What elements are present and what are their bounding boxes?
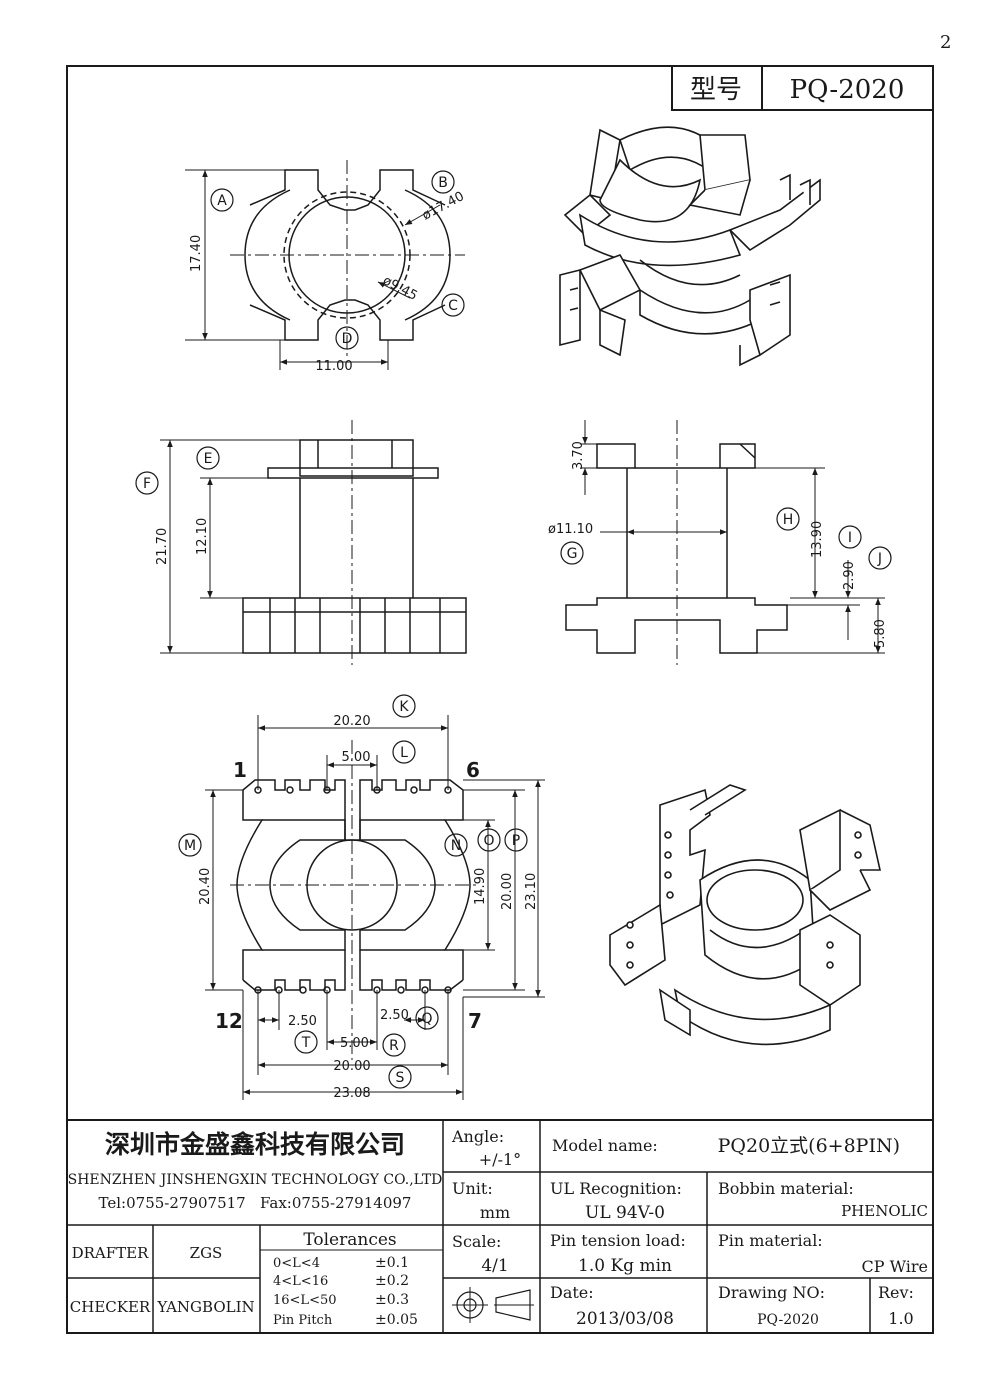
top-view: [185, 160, 465, 370]
label-m: M: [184, 838, 196, 854]
label-q: Q: [421, 1011, 432, 1027]
model-name-value: PQ20立式(6+8PIN): [718, 1135, 900, 1157]
dim-bottom-q: 2.50: [380, 1008, 409, 1023]
tolerances-title: Tolerances: [303, 1230, 396, 1250]
dim-side-i: 2.90: [842, 561, 857, 590]
label-d: D: [342, 331, 353, 347]
ul-label: UL Recognition:: [550, 1179, 682, 1198]
angle-value: +/-1°: [479, 1150, 521, 1169]
unit-value: mm: [480, 1203, 510, 1222]
company-contact: Tel:0755-27907517 Fax:0755-27914097: [99, 1194, 412, 1212]
side-view: [560, 420, 892, 665]
dim-side-top: 3.70: [571, 441, 586, 470]
bobbin-value: PHENOLIC: [841, 1202, 928, 1220]
rev-label: Rev:: [878, 1283, 914, 1302]
isometric-view-top: [559, 126, 821, 367]
dim-side-j: 5.80: [873, 619, 888, 648]
label-t: T: [301, 1035, 311, 1051]
pin-tension-label: Pin tension load:: [550, 1231, 686, 1250]
tolerance-value: ±0.05: [375, 1312, 418, 1328]
dim-bottom-o: 14.90: [473, 868, 488, 905]
model-value: PQ-2020: [790, 75, 905, 105]
dim-top-outer-dia: ø17.40: [420, 189, 467, 223]
pin-material-label: Pin material:: [718, 1231, 823, 1250]
scale-label: Scale:: [452, 1232, 501, 1251]
page-number: 2: [940, 32, 951, 53]
pin-label-12: 12: [215, 1009, 243, 1033]
tolerance-range: Pin Pitch: [273, 1313, 333, 1328]
dim-bottom-l: 5.00: [342, 750, 371, 765]
label-f: F: [143, 476, 151, 492]
dim-bottom-k: 20.20: [333, 714, 370, 729]
dim-bottom-s2: 23.08: [333, 1086, 370, 1101]
date-label: Date:: [550, 1283, 594, 1302]
label-c: C: [448, 298, 458, 314]
label-h: H: [783, 512, 794, 528]
label-e: E: [204, 451, 213, 467]
dim-side-h: 13.90: [810, 521, 825, 558]
drafter-value: ZGS: [190, 1244, 223, 1262]
drafter-label: DRAFTER: [72, 1244, 150, 1262]
tolerance-range: 16<L<50: [273, 1293, 337, 1308]
title-block: [66, 1119, 934, 1334]
unit-label: Unit:: [452, 1179, 493, 1198]
checker-value: YANGBOLIN: [156, 1298, 254, 1316]
tolerance-range: 0<L<4: [273, 1256, 320, 1271]
label-r: R: [389, 1038, 399, 1054]
label-l: L: [400, 745, 408, 761]
bobbin-label: Bobbin material:: [718, 1179, 854, 1198]
drawing-no-value: PQ-2020: [757, 1312, 819, 1328]
dim-bottom-m: 20.40: [198, 868, 213, 905]
dim-side-core-dia: ø11.10: [548, 522, 593, 537]
tolerance-value: ±0.2: [375, 1273, 409, 1289]
label-k: K: [399, 699, 409, 715]
dim-bottom-r: 5.00: [340, 1036, 369, 1051]
dim-top-width: 11.00: [315, 359, 352, 374]
angle-label: Angle:: [451, 1127, 504, 1146]
isometric-view-bottom: [609, 784, 881, 1046]
ul-value: UL 94V-0: [585, 1203, 665, 1223]
label-n: N: [451, 838, 461, 854]
label-p: P: [512, 833, 520, 849]
tolerance-range: 4<L<16: [273, 1274, 328, 1289]
dim-bottom-t: 2.50: [288, 1014, 317, 1029]
pin-label-7: 7: [468, 1009, 482, 1033]
label-i: I: [848, 530, 852, 546]
dim-bottom-p2: 23.10: [524, 873, 539, 910]
pin-material-value: CP Wire: [862, 1257, 929, 1276]
tolerance-value: ±0.3: [375, 1292, 409, 1308]
tolerance-value: ±0.1: [375, 1255, 409, 1271]
bottom-view: [178, 694, 545, 1100]
front-view: [135, 420, 467, 665]
dim-top-height: 17.40: [189, 235, 204, 272]
label-o: O: [483, 833, 494, 849]
label-g: G: [567, 546, 578, 562]
scale-value: 4/1: [481, 1256, 508, 1276]
model-header: 型号 PQ-2020: [671, 65, 934, 111]
dim-bottom-s1: 20.00: [333, 1059, 370, 1074]
date-value: 2013/03/08: [576, 1309, 674, 1329]
company-name-en: SHENZHEN JINSHENGXIN TECHNOLOGY CO.,LTD: [68, 1172, 443, 1188]
label-s: S: [396, 1070, 405, 1086]
model-label: 型号: [690, 75, 742, 105]
pin-label-6: 6: [466, 758, 480, 782]
company-name-cn: 深圳市金盛鑫科技有限公司: [105, 1130, 405, 1159]
pin-tension-value: 1.0 Kg min: [578, 1256, 672, 1276]
model-name-label: Model name:: [552, 1136, 658, 1155]
label-a: A: [217, 193, 227, 209]
dim-bottom-p1: 20.00: [500, 873, 515, 910]
dim-front-total: 21.70: [155, 528, 170, 565]
rev-value: 1.0: [888, 1309, 913, 1328]
label-j: J: [877, 551, 882, 567]
pin-label-1: 1: [233, 758, 247, 782]
dim-front-winding: 12.10: [195, 518, 210, 555]
checker-label: CHECKER: [70, 1298, 151, 1316]
label-b: B: [438, 175, 448, 191]
drawing-no-label: Drawing NO:: [718, 1283, 825, 1302]
